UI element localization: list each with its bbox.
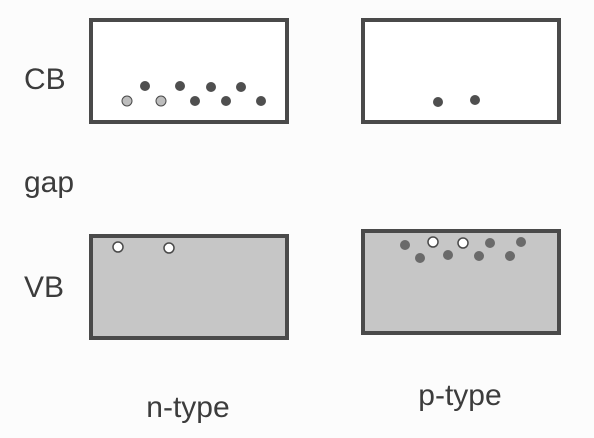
p-type-vb-electron: [443, 250, 453, 260]
p-type-cb-electron: [470, 95, 480, 105]
p-type-column-label: p-type: [418, 379, 502, 412]
n-type-vb-hole: [112, 241, 124, 253]
p-type-conduction-band: [361, 18, 561, 124]
p-type-cb-carriers: [433, 95, 480, 107]
n-type-valence-band: [89, 234, 289, 340]
n-type-vb-hole: [163, 242, 175, 254]
gap-label: gap: [24, 166, 75, 199]
n-type-cb-carriers: [121, 81, 266, 107]
n-type-cb-donor-dot: [121, 95, 133, 107]
p-type-vb-electron: [516, 237, 526, 247]
n-type-cb-electron: [206, 82, 216, 92]
p-type-vb-electron: [485, 238, 495, 248]
p-type-vb-electron: [400, 240, 410, 250]
p-type-vb-electron: [474, 251, 484, 261]
n-type-conduction-band: [89, 18, 289, 124]
n-type-vb-carriers: [112, 241, 175, 254]
n-type-cb-electron: [236, 82, 246, 92]
p-type-vb-carriers: [400, 236, 526, 263]
conduction-band-label: CB: [24, 63, 66, 96]
n-type-cb-donor-dot: [155, 95, 167, 107]
p-type-vb-hole: [457, 237, 469, 249]
n-type-cb-electron: [175, 81, 185, 91]
p-type-cb-electron: [433, 97, 443, 107]
valence-band-label: VB: [24, 271, 65, 304]
n-type-cb-electron: [221, 96, 231, 106]
p-type-vb-electron: [415, 253, 425, 263]
n-type-cb-electron: [190, 96, 200, 106]
p-type-vb-electron: [505, 251, 515, 261]
p-type-vb-hole: [427, 236, 439, 248]
n-type-cb-electron: [256, 96, 266, 106]
n-type-cb-electron: [140, 81, 150, 91]
n-type-column-label: n-type: [146, 391, 230, 424]
